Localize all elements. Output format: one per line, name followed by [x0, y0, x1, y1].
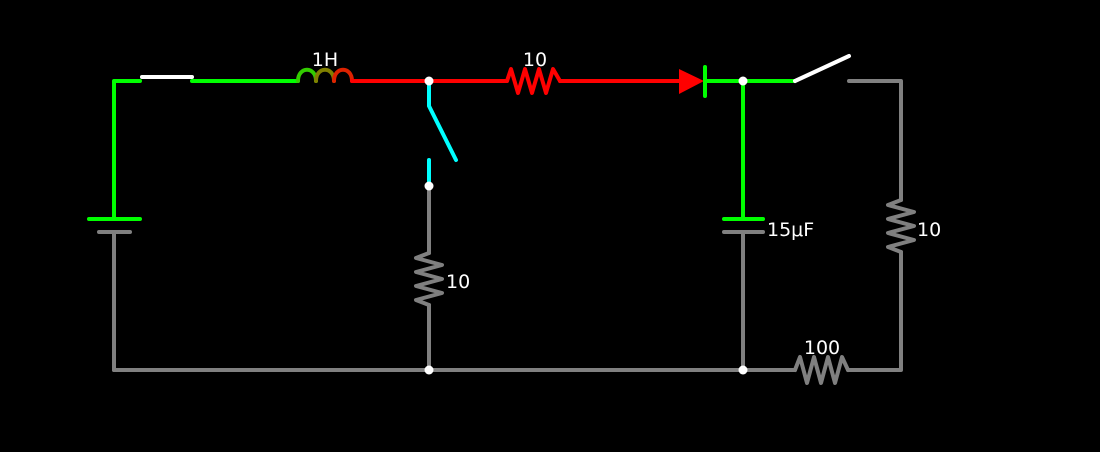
diode: [679, 65, 707, 98]
wire-right-bottom: [846, 250, 903, 372]
wire-right-top: [847, 79, 903, 202]
resistor-bottom: [793, 355, 850, 385]
node-bottom-middle: [424, 365, 434, 375]
capacitor-label: 15μF: [767, 219, 814, 241]
capacitor: [722, 217, 765, 234]
node-bottom-right: [738, 365, 748, 375]
wire-left-battery-to-switch: [112, 79, 142, 221]
switch-middle[interactable]: [427, 79, 458, 162]
resistor-right-label: 10: [917, 219, 941, 241]
switch-top-right[interactable]: [793, 54, 851, 83]
diode-triangle: [679, 69, 704, 94]
resistor-bottom-label: 100: [804, 337, 840, 359]
node-switch-middle-contact: [424, 181, 434, 191]
resistor-top-label: 10: [523, 49, 547, 71]
resistor-middle: [414, 251, 444, 307]
resistor-right: [886, 198, 916, 254]
node-top-middle: [424, 76, 434, 86]
resistor-top: [505, 67, 562, 95]
inductor: [296, 67, 354, 83]
battery: [87, 217, 142, 234]
inductor-label: 1H: [312, 49, 338, 71]
resistor-middle-label: 10: [446, 271, 470, 293]
node-top-right: [738, 76, 748, 86]
